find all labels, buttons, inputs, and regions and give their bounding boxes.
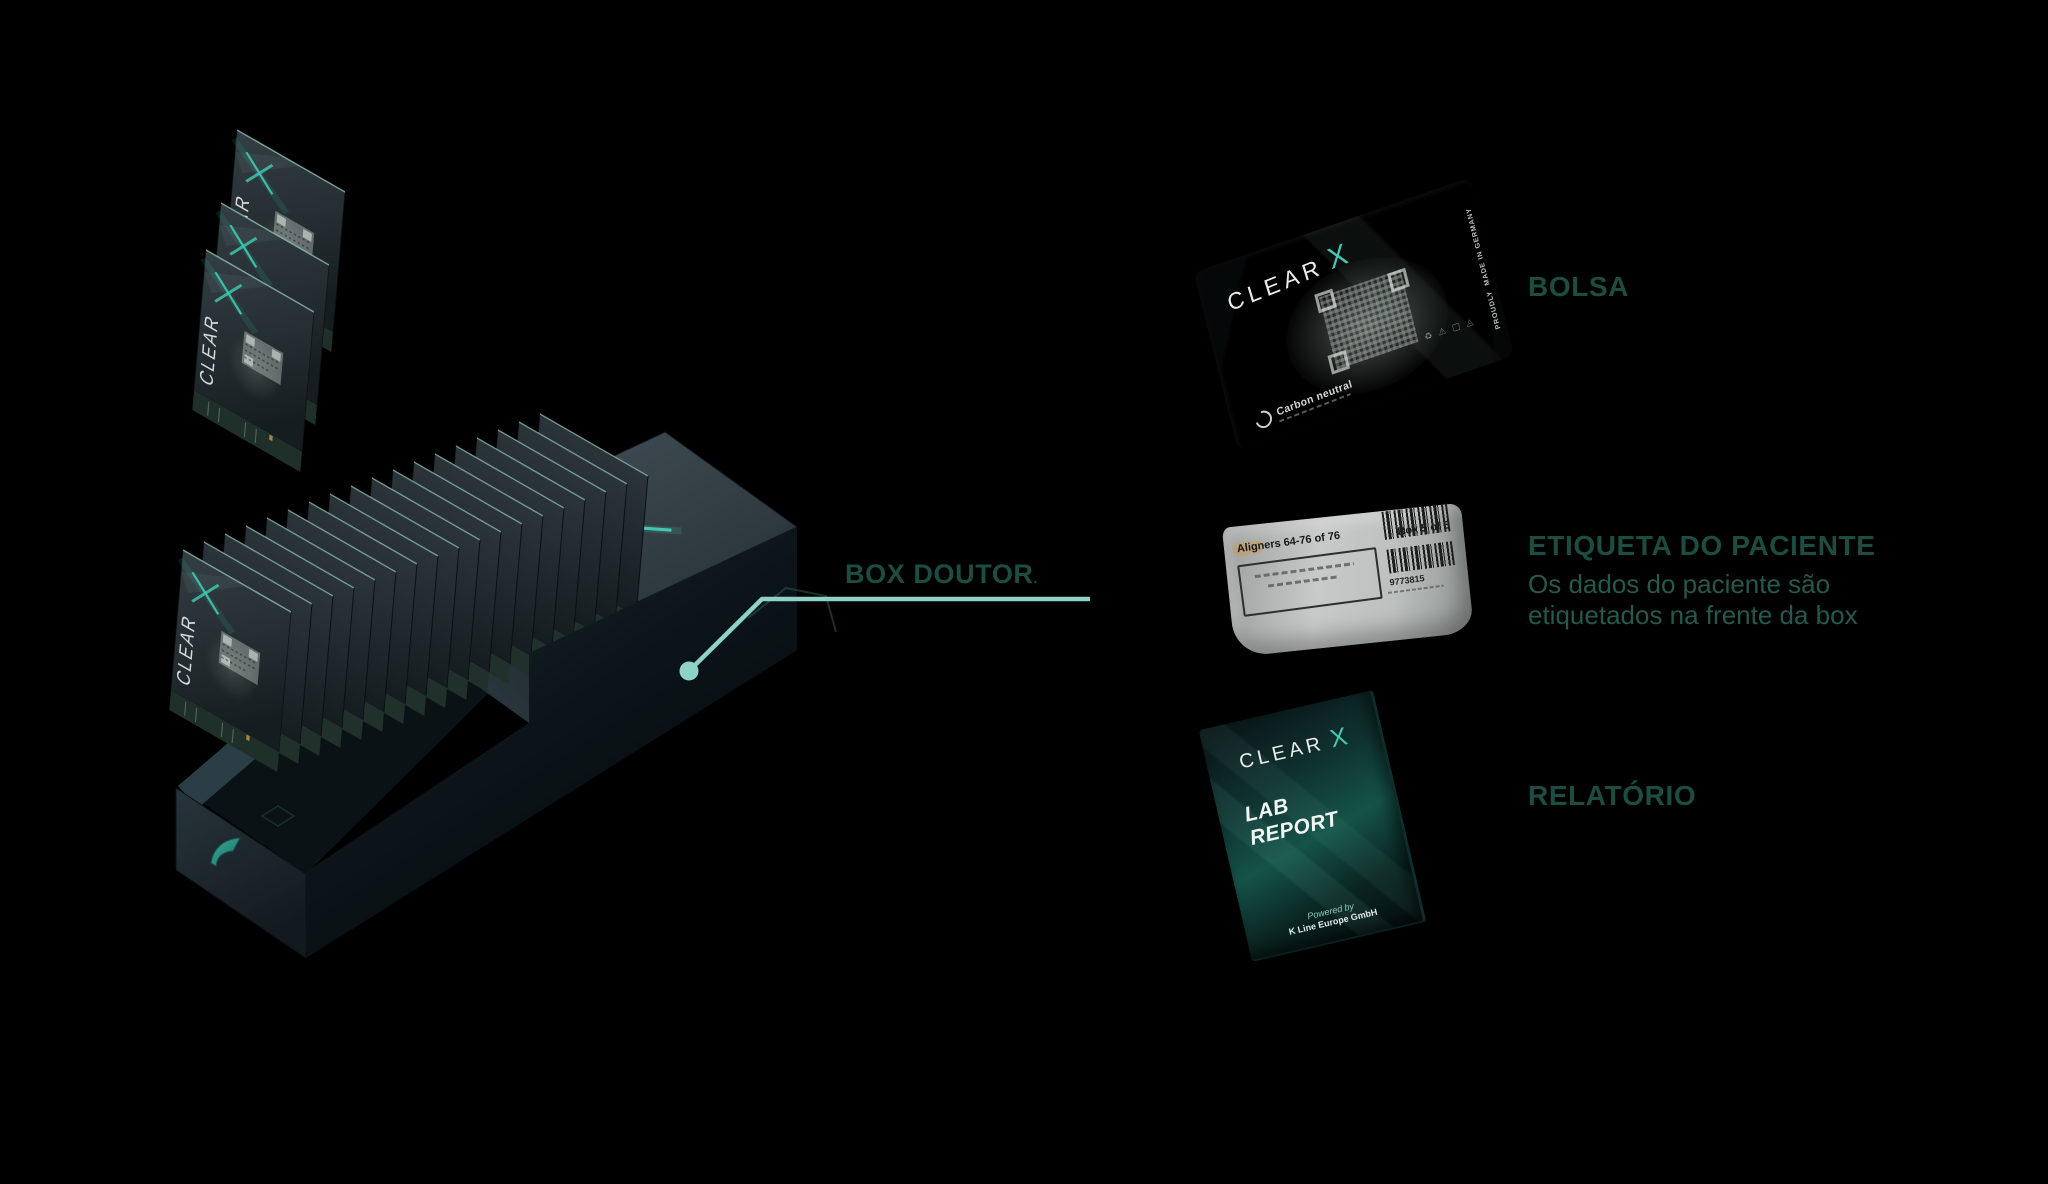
box-callout-connector (679, 596, 1090, 681)
clearx-logo: CLEAR X (1205, 720, 1383, 788)
patient-data-line (1254, 562, 1355, 579)
relatorio-label: RELATÓRIO (1528, 780, 1697, 811)
etiqueta-description-line1: Os dados do paciente são (1528, 569, 1831, 599)
etiqueta-description: Os dados do paciente são etiquetados na … (1528, 569, 1876, 631)
connector-line (687, 596, 1090, 673)
lab-report-cover: CLEAR X LAB REPORT Powered by K Line Eur… (1198, 689, 1427, 963)
barcode (1381, 503, 1451, 540)
patient-sticker: Aligners 64-76 of 76 Box 5 of 5 9773815 (1221, 502, 1475, 658)
box-right-face (306, 527, 797, 958)
patient-data-box (1237, 547, 1383, 617)
barcode (1386, 541, 1455, 574)
patient-data-line (1267, 575, 1338, 588)
clearx-x-mark: X (1327, 722, 1350, 754)
barcode-number: 9773815 (1388, 573, 1426, 588)
patient-sticker-illustration: Aligners 64-76 of 76 Box 5 of 5 9773815 (1221, 502, 1487, 670)
diamond-pattern-outline (260, 805, 296, 827)
etiqueta-legend: ETIQUETA DO PACIENTE Os dados do pacient… (1528, 530, 1876, 631)
box-left-face (175, 787, 307, 959)
aligners-range-text: Aligners 64-76 of 76 (1236, 529, 1341, 556)
clearx-logo-word: CLEAR (1237, 732, 1327, 774)
floating-pouches (190, 129, 345, 472)
lab-report-illustration: CLEAR X LAB REPORT Powered by K Line Eur… (1198, 689, 1470, 970)
lab-report-title: LAB REPORT (1242, 784, 1341, 851)
etiqueta-description-line2: etiquetados na frente da box (1528, 600, 1858, 630)
box-doutor-label-text: BOX DOUTOR (845, 559, 1034, 589)
powered-by-block: Powered by K Line Europe GmbH (1244, 886, 1420, 946)
ribbon-pull (210, 837, 241, 867)
box-doutor-label: BOX DOUTOR. (845, 559, 1038, 590)
etiqueta-label: ETIQUETA DO PACIENTE (1528, 530, 1876, 561)
connector-dot (679, 661, 699, 681)
bolsa-label: BOLSA (1528, 271, 1629, 302)
bolsa-pouch: CLEAR X Carbon neutral ♻ ⚠ ▢ ◬ PROUDLY M… (1193, 177, 1515, 451)
bolsa-illustration: CLEAR X Carbon neutral ♻ ⚠ ▢ ◬ PROUDLY M… (1193, 177, 1515, 451)
box-doutor-label-suffix: . (1033, 570, 1039, 586)
hex-pattern-outline (747, 586, 837, 633)
